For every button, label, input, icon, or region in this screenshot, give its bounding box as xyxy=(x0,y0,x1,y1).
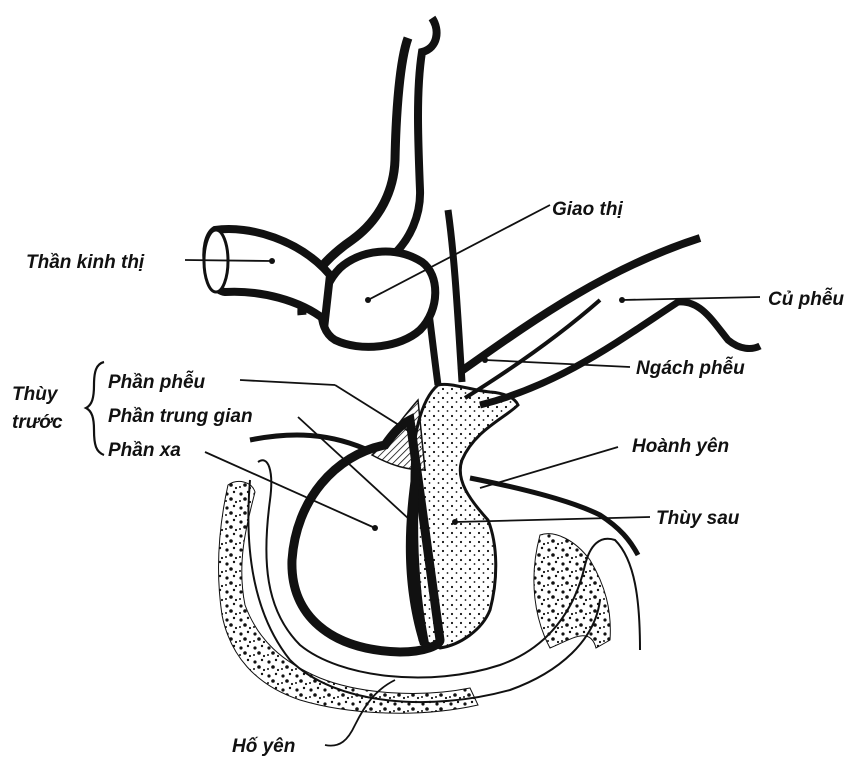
label-ho-yen: Hố yên xyxy=(232,736,295,757)
sphenoid-bone-right xyxy=(534,534,610,648)
label-thuy-sau: Thùy sau xyxy=(656,508,740,529)
dot-cu-pheu xyxy=(619,297,625,303)
label-phan-trung-gian: Phần trung gian xyxy=(108,406,253,427)
leader-phan-pheu-2 xyxy=(335,385,410,432)
tuber-cinereum-lower xyxy=(480,302,760,405)
leader-than-kinh-thi xyxy=(185,260,272,261)
label-than-kinh-thi: Thần kinh thị xyxy=(26,252,145,273)
posterior-lobe xyxy=(412,384,518,648)
label-phan-xa: Phần xa xyxy=(108,440,181,461)
label-giao-thi: Giao thị xyxy=(552,199,623,220)
dot-giao-thi xyxy=(365,297,371,303)
dot-than-kinh-thi xyxy=(269,258,275,264)
tuber-cinereum-upper xyxy=(460,238,700,372)
dot-phan-xa xyxy=(372,525,378,531)
infundibular-recess-line xyxy=(465,300,600,398)
leader-hoanh-yen xyxy=(480,447,618,488)
diaphragma-sellae-left xyxy=(250,435,372,452)
infundibulum-right-wall xyxy=(448,210,462,382)
label-thuy-line2: trước xyxy=(12,412,63,433)
label-ngach-pheu: Ngách phễu xyxy=(636,357,745,379)
leader-ngach-pheu xyxy=(485,360,630,367)
label-phan-pheu: Phần phễu xyxy=(108,371,206,393)
dot-ngach-pheu xyxy=(482,357,488,363)
leader-phan-pheu xyxy=(240,380,335,385)
leader-cu-pheu xyxy=(622,297,760,300)
anterior-lobe-brace xyxy=(86,362,104,455)
label-cu-pheu: Củ phễu xyxy=(768,288,844,310)
label-thuy-line1: Thùy xyxy=(12,384,59,405)
label-hoanh-yen: Hoành yên xyxy=(632,436,729,457)
dot-thuy-sau xyxy=(452,519,458,525)
optic-chiasm xyxy=(322,252,436,347)
